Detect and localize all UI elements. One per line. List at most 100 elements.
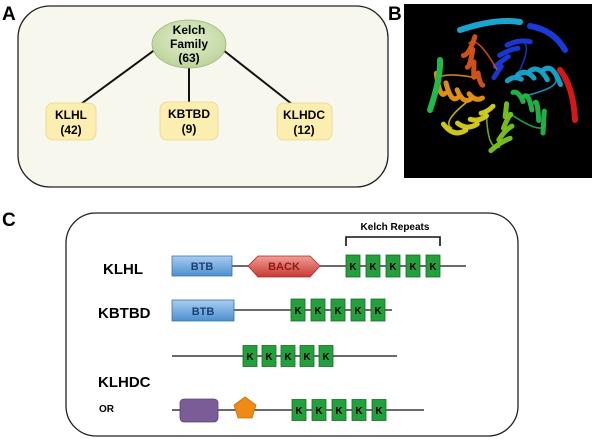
kelch-repeats-bracket bbox=[345, 236, 441, 246]
klhl-kelch-label-3: K bbox=[389, 262, 397, 273]
panel-a-frame bbox=[17, 5, 389, 188]
kbtbd-kelch-box-2 bbox=[310, 298, 326, 322]
klhdc1-kelch-box-3 bbox=[280, 345, 296, 367]
row-label-klhl: KLHL bbox=[103, 261, 143, 278]
klhdc1-kelch-box-5 bbox=[318, 345, 334, 367]
klhdc1-kelch-label-4: K bbox=[303, 352, 311, 363]
klhl-kelch-label-4: K bbox=[409, 262, 417, 273]
klhdc2-kelch-label-1: K bbox=[295, 406, 303, 417]
klhdc1-kelch-label-1: K bbox=[246, 352, 254, 363]
tree-node-klhdc: KLHDC (12) bbox=[276, 102, 333, 141]
kbtbd-btb-label: BTB bbox=[192, 306, 215, 318]
propeller-strand-7-4 bbox=[460, 34, 478, 58]
klhdc1-kelch-label-3: K bbox=[284, 352, 292, 363]
root-label-line1: Kelch bbox=[173, 23, 206, 37]
root-count: (63) bbox=[178, 51, 199, 65]
klhdc1-kelch-box-1 bbox=[242, 345, 258, 367]
row-label-klhdc: KLHDC bbox=[98, 374, 151, 391]
klhdc2-kelch-label-3: K bbox=[335, 406, 343, 417]
klhl-kelch-box-1 bbox=[345, 254, 361, 278]
propeller-strand-5-1 bbox=[478, 103, 496, 116]
propeller-strand-7-3 bbox=[464, 47, 476, 70]
kbtbd-kelch-box-1 bbox=[290, 298, 306, 322]
propeller-strand-7-1 bbox=[475, 70, 486, 88]
node-klhdc-count: (12) bbox=[293, 123, 314, 137]
propeller-strand-1-2 bbox=[492, 54, 511, 69]
klhl-kelch-label-1: K bbox=[349, 262, 357, 273]
kbtbd-kelch-label-2: K bbox=[314, 306, 322, 317]
panel-letter-c: C bbox=[2, 210, 16, 231]
propeller-strand-4-2 bbox=[501, 111, 514, 131]
propeller-strand-6-3 bbox=[443, 80, 460, 102]
klhl-btb-label: BTB bbox=[191, 261, 214, 273]
kbtbd-kelch-box-5 bbox=[370, 298, 386, 322]
propeller-strand-1-4 bbox=[504, 38, 533, 48]
klhdc2-kelch-box-4 bbox=[351, 399, 367, 421]
root-label-line2: Family bbox=[170, 37, 208, 51]
klhl-kelch-box-3 bbox=[385, 254, 401, 278]
propeller-strand-5-2 bbox=[467, 113, 489, 123]
propeller-strand-3-4 bbox=[540, 108, 547, 136]
klhdc1-kelch-label-2: K bbox=[265, 352, 273, 363]
propeller-highlight-1 bbox=[457, 18, 523, 33]
klhl-kelch-label-2: K bbox=[369, 262, 377, 273]
propeller-strand-2-2 bbox=[515, 69, 537, 81]
node-klhl-count: (42) bbox=[60, 123, 81, 137]
kbtbd-kelch-label-5: K bbox=[374, 306, 382, 317]
klhl-kelch-label-5: K bbox=[429, 262, 437, 273]
klhl-kelch-box-5 bbox=[425, 254, 441, 278]
tree-node-kbtbd: KBTBD (9) bbox=[159, 101, 219, 141]
kbtbd-btb-domain: BTB bbox=[171, 299, 235, 322]
node-klhdc-name: KLHDC bbox=[283, 108, 325, 122]
klhdc2-kelch-box-2 bbox=[311, 399, 327, 421]
propeller-strand-6-1 bbox=[466, 91, 485, 102]
propeller-strand-6-2 bbox=[454, 87, 473, 103]
edge-root-klhl bbox=[69, 45, 161, 113]
propeller-strand-3-3 bbox=[532, 99, 542, 123]
kbtbd-kelch-box-3 bbox=[330, 298, 346, 322]
klhdc1-kelch-box-2 bbox=[261, 345, 277, 367]
klhdc2-kelch-label-2: K bbox=[315, 406, 323, 417]
klhl-btb-domain: BTB bbox=[171, 255, 233, 277]
kbtbd-kelch-label-4: K bbox=[354, 306, 362, 317]
klhdc2-kelch-box-1 bbox=[291, 399, 307, 421]
protein-structure-image bbox=[404, 4, 592, 178]
propeller-loop-7 bbox=[467, 41, 498, 71]
propeller-strand-1-1 bbox=[491, 64, 504, 81]
propeller-strand-2-1 bbox=[504, 75, 524, 84]
klhl-kelch-box-4 bbox=[405, 254, 421, 278]
propeller-strand-2-3 bbox=[527, 66, 550, 83]
propeller-strand-5-4 bbox=[440, 121, 469, 136]
klhdc2-kelch-label-5: K bbox=[375, 406, 383, 417]
node-kbtbd-count: (9) bbox=[182, 122, 197, 136]
propeller-strand-3-2 bbox=[522, 93, 535, 113]
kbtbd-kelch-label-3: K bbox=[334, 306, 342, 317]
propeller-strand-1-3 bbox=[497, 45, 521, 58]
tree-root-node: Kelch Family (63) bbox=[151, 19, 227, 69]
klhdc1-kelch-label-5: K bbox=[322, 352, 330, 363]
node-kbtbd-name: KBTBD bbox=[168, 107, 210, 121]
propeller-strand-4-3 bbox=[496, 123, 515, 143]
edge-root-klhdc bbox=[217, 45, 303, 113]
kbtbd-kelch-label-1: K bbox=[294, 306, 302, 317]
klhdc1-kelch-box-4 bbox=[299, 345, 315, 367]
or-label: OR bbox=[99, 404, 115, 415]
propeller-strand-4-1 bbox=[502, 101, 510, 120]
klhl-back-domain: BACK bbox=[247, 255, 321, 278]
kbtbd-kelch-box-4 bbox=[350, 298, 366, 322]
propeller-strand-2-4 bbox=[540, 65, 563, 87]
orange-pentagon-domain bbox=[233, 396, 257, 419]
tree-node-klhl: KLHL (42) bbox=[45, 102, 97, 141]
propeller-strand-4-4 bbox=[488, 135, 513, 154]
klhdc2-kelch-box-3 bbox=[331, 399, 347, 421]
klhl-back-label: BACK bbox=[268, 261, 300, 273]
panel-letter-b: B bbox=[388, 4, 402, 25]
panel-letter-a: A bbox=[2, 4, 16, 25]
kelch-repeats-label: Kelch Repeats bbox=[361, 222, 430, 233]
propeller-strand-3-1 bbox=[510, 89, 526, 104]
